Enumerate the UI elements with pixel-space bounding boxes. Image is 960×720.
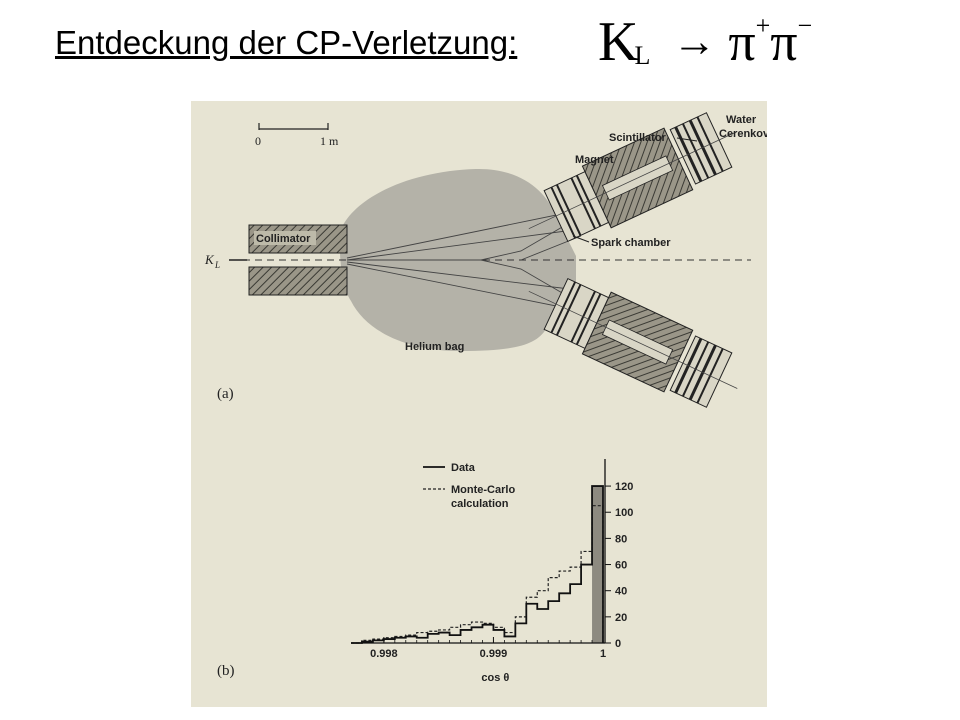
apparatus-diagram: 0 1 m <box>204 112 767 408</box>
slide-title: Entdeckung der CP-Verletzung: <box>55 24 518 61</box>
formula-sup-minus: − <box>797 11 813 40</box>
helium-bag-label: Helium bag <box>405 341 464 353</box>
legend-mc-label-1: Monte-Carlo <box>451 484 515 496</box>
y-tick-label: 80 <box>615 533 627 545</box>
particle-tracks <box>346 210 587 312</box>
formula-pi-minus: π <box>770 12 798 72</box>
histogram-ticks: 0 20 40 60 80 100 120 0.998 0.999 1 <box>361 481 633 660</box>
figure-scan: 0 1 m <box>191 101 767 707</box>
cerenkov-label: Cerenkov <box>719 128 767 140</box>
figure-svg: 0 1 m <box>204 112 767 684</box>
y-tick-label: 120 <box>615 481 633 493</box>
y-tick-label: 20 <box>615 612 627 624</box>
decay-formula: KL→π+π− <box>598 11 813 73</box>
y-tick-label: 40 <box>615 586 627 598</box>
x-axis-label: cos θ <box>481 672 509 684</box>
x-tick-label: 0.998 <box>370 648 398 660</box>
scale-one-label: 1 m <box>320 134 339 148</box>
panel-b-label: (b) <box>217 663 235 679</box>
shaded-bin <box>592 486 603 643</box>
collimator-lower <box>248 266 348 296</box>
y-tick-label: 60 <box>615 560 627 572</box>
histogram-axes <box>351 459 606 644</box>
formula-arrow: → <box>672 17 717 66</box>
scale-bar: 0 1 m <box>255 123 339 148</box>
panel-a-label: (a) <box>217 386 234 402</box>
legend-mc-label-2: calculation <box>451 498 509 510</box>
magnet-label: Magnet <box>575 154 614 166</box>
spark-chamber-label: Spark chamber <box>591 237 671 249</box>
series-monte-carlo-line <box>351 505 604 644</box>
series-data-line <box>351 485 604 644</box>
scale-zero-label: 0 <box>255 134 261 148</box>
y-tick-label: 0 <box>615 638 621 650</box>
histogram: 0 20 40 60 80 100 120 0.998 0.999 1 Data Monte-Ca… <box>217 459 633 684</box>
x-tick-label: 0.999 <box>480 648 508 660</box>
kl-sub-label: L <box>214 260 220 270</box>
kl-label: K <box>204 252 215 267</box>
formula-kaon-sub: L <box>634 41 651 70</box>
collimator-label: Collimator <box>256 233 311 245</box>
legend-data-label: Data <box>451 462 476 474</box>
x-tick-label: 1 <box>600 648 606 660</box>
lower-spectrometer <box>528 277 738 408</box>
formula-sup-plus: + <box>755 11 771 40</box>
formula-pi-plus: π <box>728 12 756 72</box>
scintillator-label: Scintillator <box>609 132 667 144</box>
legend: Data Monte-Carlo calculation <box>423 462 515 510</box>
upper-spectrometer <box>528 112 738 243</box>
formula-kaon: K <box>598 11 639 73</box>
water-label: Water <box>726 114 757 126</box>
y-tick-label: 100 <box>615 507 633 519</box>
